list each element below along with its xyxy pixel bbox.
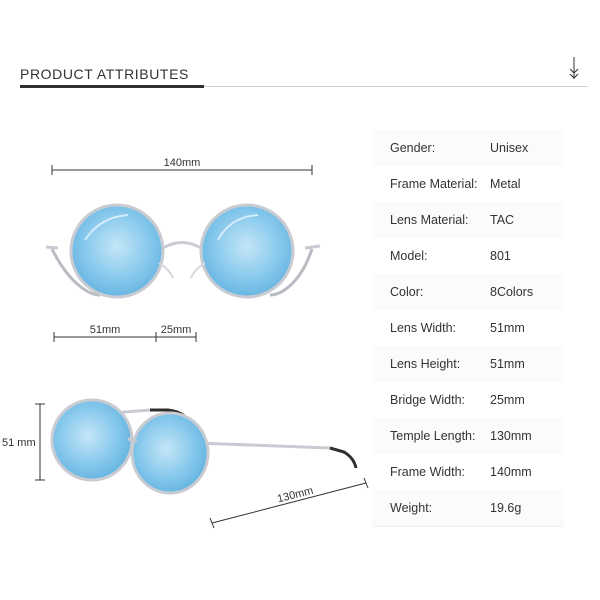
attr-label: Bridge Width: [390,393,466,407]
side-view-diagram: 51 mm 130mm [2,398,369,529]
temple-length-label: 130mm [276,485,315,506]
attr-value: 51mm [490,357,525,371]
attr-value: Metal [490,177,521,191]
attr-label: Lens Width: [390,321,457,335]
lens-width-label: 51mm [90,324,121,336]
attr-label: Frame Material: [390,177,478,191]
front-view-diagram: 140mm 51mm 25mm [45,157,321,342]
side-left-lens [50,398,134,482]
double-chevron-down-icon[interactable] [566,57,582,81]
attr-row-model: Model: 801 [372,238,564,274]
attr-value: 130mm [490,429,532,443]
attr-label: Frame Width: [390,465,466,479]
attr-row-frame-material: Frame Material: Metal [372,166,564,202]
attr-value: 51mm [490,321,525,335]
total-width-label: 140mm [164,157,201,169]
attr-value: 140mm [490,465,532,479]
attr-label: Color: [390,285,424,299]
bridge [162,241,202,250]
lens-height-label: 51 mm [2,437,36,449]
attr-label: Model: [390,249,428,263]
right-lens [199,203,295,299]
header-divider [20,86,588,87]
attr-row-frame-width: Frame Width: 140mm [372,454,564,490]
side-right-lens [130,411,210,495]
attr-label: Lens Height: [390,357,461,371]
attr-row-color: Color: 8Colors [372,274,564,310]
attr-row-weight: Weight: 19.6g [372,490,564,526]
attr-value: TAC [490,213,515,227]
attr-row-lens-width: Lens Width: 51mm [372,310,564,346]
attr-value: 801 [490,249,511,263]
attr-label: Weight: [390,501,433,515]
attr-row-temple-length: Temple Length: 130mm [372,418,564,454]
attr-row-lens-height: Lens Height: 51mm [372,346,564,382]
attr-value: 8Colors [490,285,534,299]
attr-value: Unisex [490,141,529,155]
attr-label: Temple Length: [390,429,476,443]
attr-label: Gender: [390,141,436,155]
bridge-width-label: 25mm [161,324,192,336]
attr-row-bridge-width: Bridge Width: 25mm [372,382,564,418]
attr-value: 19.6g [490,501,522,515]
attr-label: Lens Material: [390,213,469,227]
section-title: PRODUCT ATTRIBUTES [20,66,189,82]
attributes-table: Gender: Unisex Frame Material: Metal Len… [372,130,564,526]
header-accent-bar [20,85,204,88]
attr-row-lens-material: Lens Material: TAC [372,202,564,238]
left-lens [69,203,165,299]
attr-value: 25mm [490,393,525,407]
attr-row-gender: Gender: Unisex [372,130,564,166]
